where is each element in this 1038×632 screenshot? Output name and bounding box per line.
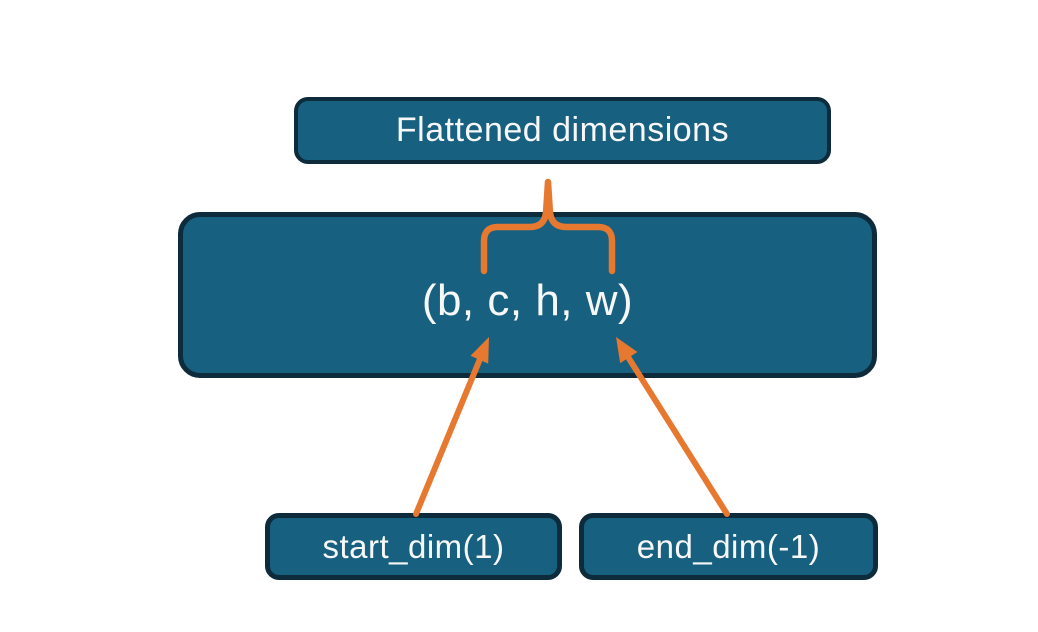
tensor-shape-label: (b, c, h, w): [421, 276, 634, 325]
flattened-dimensions-label: Flattened dimensions: [395, 111, 730, 149]
end-dim-box: end_dim(-1): [579, 513, 878, 580]
flattened-dimensions-box: Flattened dimensions: [294, 97, 831, 164]
start-dim-box: start_dim(1): [265, 513, 562, 580]
end-dim-label: end_dim(-1): [636, 527, 821, 565]
start-dim-label: start_dim(1): [322, 527, 505, 565]
tensor-shape-box: (b, c, h, w): [178, 212, 877, 378]
